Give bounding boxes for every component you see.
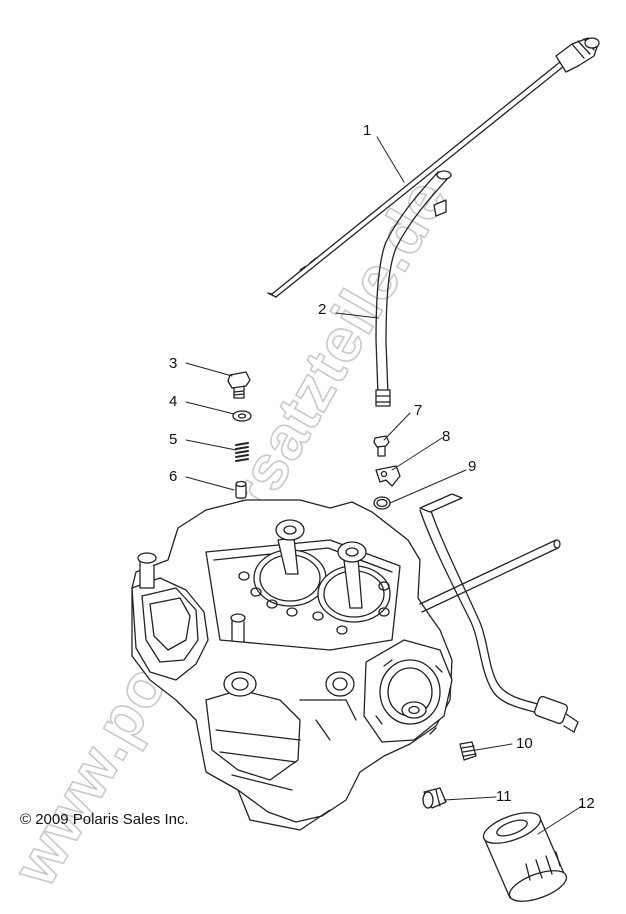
engine-crankcase xyxy=(131,499,453,831)
dipstick-part xyxy=(267,37,600,298)
callout-1: 1 xyxy=(363,122,371,139)
callout-labels: 1 2 3 4 5 6 7 8 9 10 11 12 xyxy=(169,122,595,812)
bolt-part-7 xyxy=(373,435,390,457)
callout-9: 9 xyxy=(468,458,476,475)
dowel-pin-part-6 xyxy=(235,480,247,499)
screen-part-10 xyxy=(459,741,477,761)
callout-3: 3 xyxy=(169,355,177,372)
leader-lines xyxy=(185,136,583,835)
spring-part-5 xyxy=(235,442,249,462)
oil-filter-part-12 xyxy=(482,812,568,902)
copyright-notice: © 2009 Polaris Sales Inc. xyxy=(20,811,189,828)
callout-11: 11 xyxy=(496,788,512,805)
bracket-part-8 xyxy=(375,465,401,487)
callout-6: 6 xyxy=(169,468,177,485)
callout-5: 5 xyxy=(169,431,177,448)
bolt-part-3 xyxy=(227,371,251,399)
breather-hose xyxy=(419,493,579,733)
callout-4: 4 xyxy=(169,393,177,410)
drain-plug-part-11 xyxy=(422,787,447,809)
callout-7: 7 xyxy=(414,402,422,419)
callout-2: 2 xyxy=(318,301,326,318)
callout-8: 8 xyxy=(442,428,450,445)
washer-part-4 xyxy=(232,410,252,422)
callout-10: 10 xyxy=(516,735,533,752)
o-ring-part-9 xyxy=(373,496,391,510)
dipstick-tube-part xyxy=(375,170,452,407)
callout-12: 12 xyxy=(578,795,595,812)
